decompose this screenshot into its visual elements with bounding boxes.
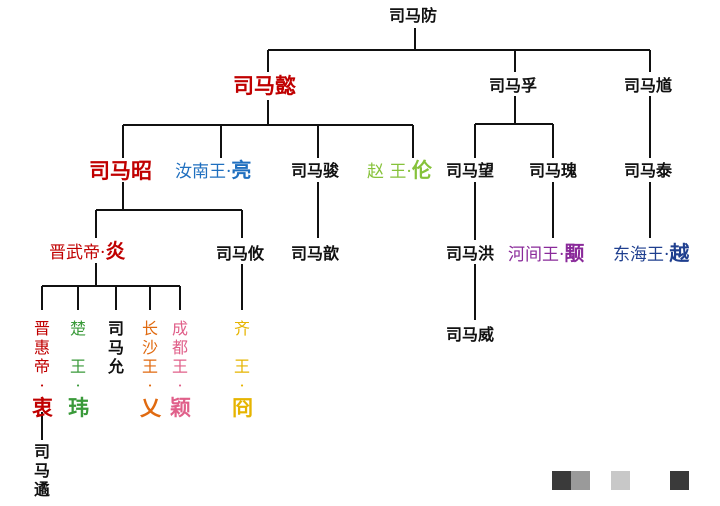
- node-zhong-char: 晋: [33, 319, 50, 338]
- node-sima-fang: 司马防: [389, 6, 438, 25]
- node-yong-title: 河间王·: [508, 245, 565, 265]
- node-sima-wei: 司马威: [446, 325, 495, 344]
- node-sima-xin: 司马歆: [291, 244, 340, 263]
- node-yong-name: 颙: [564, 241, 585, 265]
- node-ai-char: 王: [141, 356, 158, 376]
- node-sima-yu-char: 遹: [33, 479, 50, 499]
- node-liang-title: 汝南王·: [175, 162, 232, 182]
- node-ai-dot: ·: [147, 375, 153, 395]
- watermark-square: [670, 471, 689, 490]
- node-zhong-char: 帝: [33, 356, 50, 376]
- node-wei-chu-dot: ·: [75, 375, 81, 395]
- node-sima-tai: 司马泰: [624, 161, 673, 180]
- node-zhong-char: 惠: [33, 337, 50, 357]
- watermark-square: [552, 471, 571, 490]
- node-jiong-dot: ·: [239, 375, 245, 395]
- node-sima-yun-char: 马: [107, 337, 124, 357]
- node-sima-yu-char: 司: [33, 442, 50, 461]
- node-ai-name: 乂: [140, 394, 161, 420]
- node-lun: 赵 王·伦: [367, 160, 432, 181]
- node-liang: 汝南王·亮: [175, 160, 251, 181]
- node-sima-yu-char: 马: [33, 460, 50, 480]
- node-sima-yun: 司 马 允: [106, 319, 126, 377]
- node-sima-yun-char: 司: [107, 319, 124, 338]
- node-ying-dot: ·: [177, 375, 183, 395]
- node-sima-fu: 司马孚: [489, 76, 538, 95]
- node-yan: 晋武帝·炎: [49, 241, 125, 262]
- node-sima-gui: 司马瑰: [529, 161, 578, 180]
- node-jiong-name: 冏: [232, 394, 253, 420]
- node-lun-name: 伦: [411, 158, 432, 182]
- node-sima-yun-char: 允: [107, 356, 124, 376]
- node-ai-char: 长: [141, 319, 158, 338]
- node-jiong-char: 齐: [233, 319, 250, 338]
- node-sima-hong: 司马洪: [446, 244, 495, 263]
- node-yan-title: 晋武帝·: [49, 243, 106, 263]
- node-sima-you: 司马攸: [216, 244, 265, 263]
- node-yong: 河间王·颙: [508, 243, 584, 264]
- node-jiong-char: 王: [233, 356, 250, 376]
- node-wei-chu-char: 楚: [69, 319, 86, 338]
- node-lun-title: 赵 王·: [367, 162, 412, 182]
- node-sima-wang: 司马望: [446, 161, 495, 180]
- node-wei-chu-name: 玮: [68, 394, 89, 420]
- node-sima-jun: 司马骏: [291, 161, 340, 180]
- node-sima-kui: 司马馗: [624, 76, 673, 95]
- node-yue-name: 越: [669, 241, 690, 265]
- node-zhong: 晋 惠 帝 · 衷: [32, 319, 53, 420]
- node-jiong: 齐 王 · 冏: [232, 319, 253, 420]
- node-ai-char: 沙: [141, 337, 158, 357]
- node-yue-title: 东海王·: [613, 245, 670, 265]
- watermark-square: [611, 471, 630, 490]
- node-sima-zhao: 司马昭: [89, 158, 152, 183]
- node-yue: 东海王·越: [613, 243, 689, 264]
- node-ying-char: 都: [171, 337, 188, 357]
- node-yan-name: 炎: [105, 239, 126, 263]
- node-ying-char: 成: [171, 319, 188, 338]
- node-zhong-dot: ·: [39, 375, 45, 395]
- node-liang-name: 亮: [231, 158, 252, 182]
- node-wei-chu-char: 王: [69, 356, 86, 376]
- node-ai: 长 沙 王 · 乂: [140, 319, 161, 420]
- node-sima-yu: 司 马 遹: [32, 442, 52, 500]
- node-ying-char: 王: [171, 356, 188, 376]
- node-wei-chu: 楚 王 · 玮: [68, 319, 89, 420]
- node-zhong-name: 衷: [32, 394, 53, 420]
- node-ying-name: 颖: [170, 394, 191, 420]
- watermark-square: [571, 471, 590, 490]
- node-ying: 成 都 王 · 颖: [170, 319, 191, 420]
- node-sima-yi: 司马懿: [233, 73, 296, 98]
